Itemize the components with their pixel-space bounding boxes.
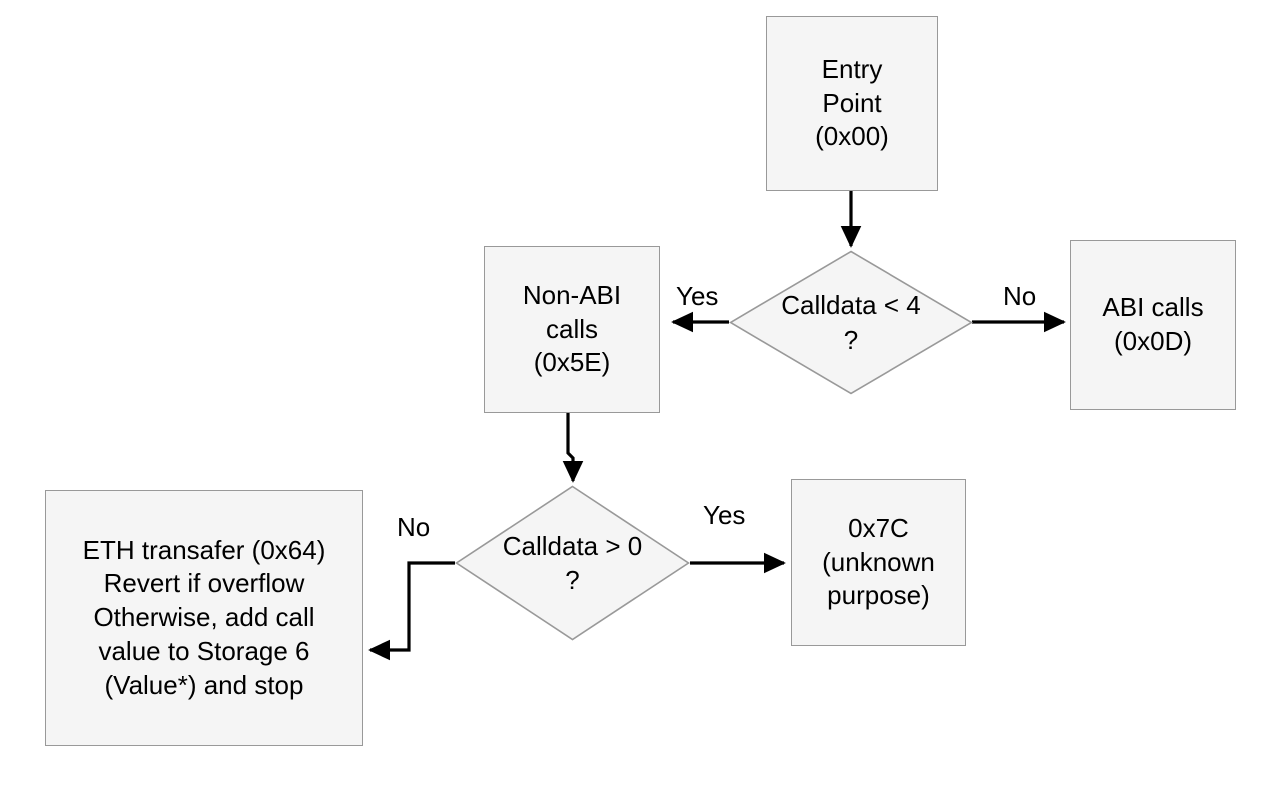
- edge-label-decision1-no: No: [1003, 281, 1037, 311]
- node-calldata-gt-0[interactable]: Calldata > 0 ?: [455, 485, 690, 641]
- edge-decision2-no: [368, 561, 455, 661]
- node-abi-calls[interactable]: ABI calls (0x0D): [1070, 240, 1236, 410]
- node-calldata-lt-4[interactable]: Calldata < 4 ?: [729, 250, 973, 395]
- node-calldata-gt-0-label: Calldata > 0 ?: [502, 530, 643, 595]
- diamond-shape: [455, 485, 690, 641]
- node-entry-point[interactable]: Entry Point (0x00): [766, 16, 938, 191]
- node-eth-transfer[interactable]: ETH transafer (0x64) Revert if overflow …: [45, 490, 363, 746]
- edge-nonabi-to-decision2: [562, 413, 584, 483]
- node-calldata-lt-4-label: Calldata < 4 ?: [781, 290, 921, 355]
- edge-label-decision1-yes: Yes: [676, 281, 719, 311]
- node-unknown-purpose[interactable]: 0x7C (unknown purpose): [791, 479, 966, 646]
- edge-label-decision2-no: No: [397, 512, 431, 542]
- node-non-abi-calls[interactable]: Non-ABI calls (0x5E): [484, 246, 660, 413]
- edge-label-decision2-yes: Yes: [703, 500, 746, 530]
- diamond-shape: [729, 250, 973, 395]
